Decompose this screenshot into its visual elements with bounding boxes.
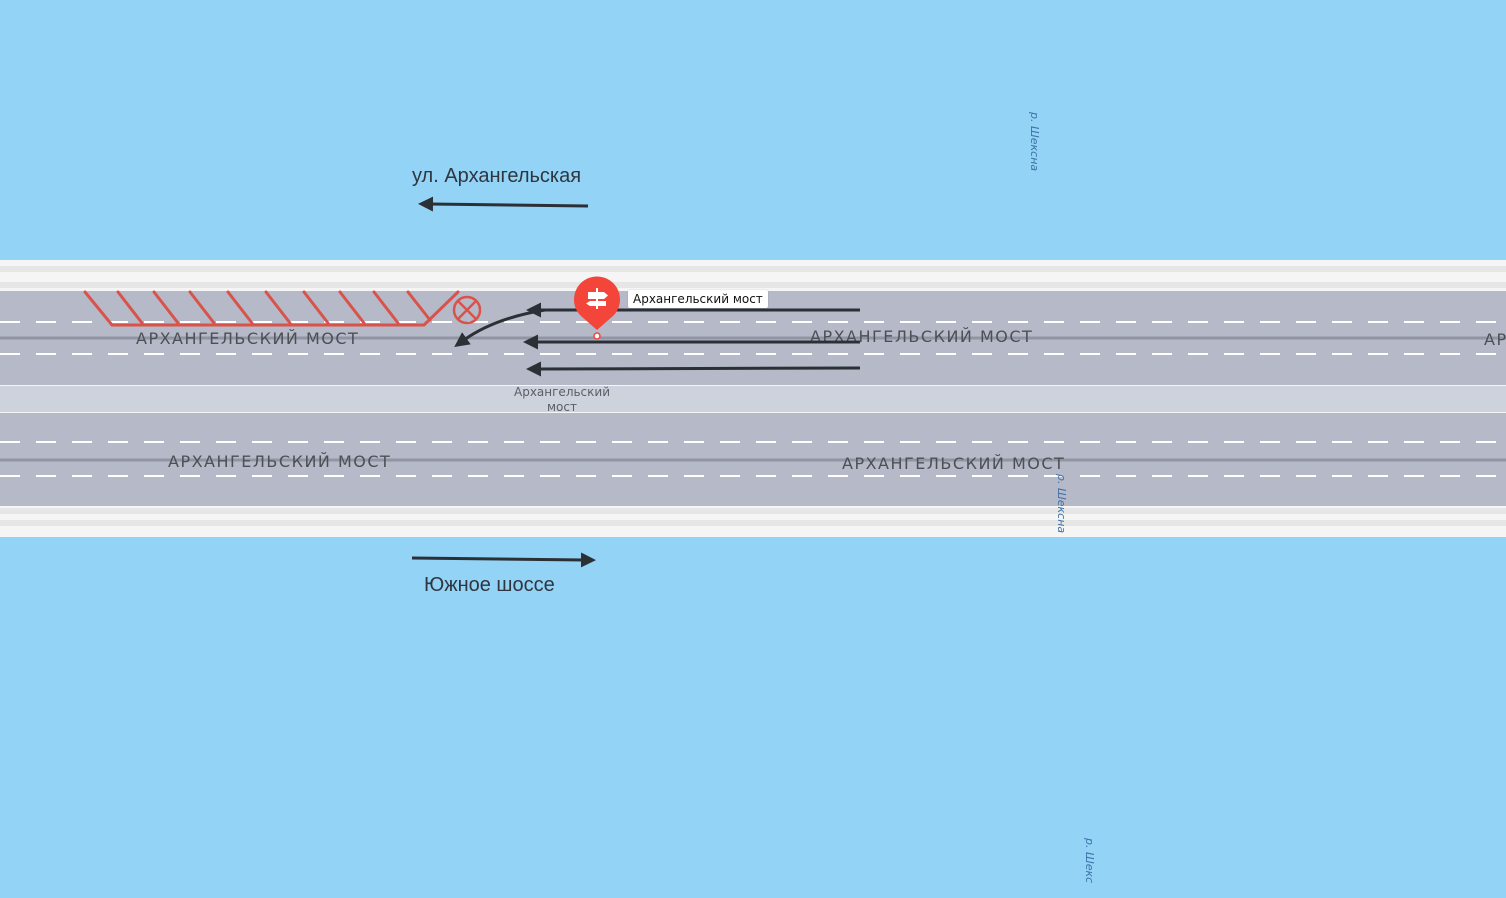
south-street-label: Южное шоссе — [424, 574, 555, 596]
bridge — [0, 260, 1506, 537]
road-label: АР — [1484, 330, 1506, 349]
river-label: р. Шексна — [1055, 473, 1068, 533]
river-label: р. Шексна — [1028, 111, 1041, 171]
poi-marker[interactable] — [574, 276, 620, 340]
road-closure-zone — [83, 290, 460, 327]
north-street-label: ул. Архангельская — [412, 165, 581, 187]
road-label: АРХАНГЕЛЬСКИЙ МОСТ — [168, 452, 391, 471]
poi-label[interactable]: Архангельский мост — [628, 290, 768, 308]
road-label: АРХАНГЕЛЬСКИЙ МОСТ — [810, 327, 1033, 346]
poi-sub-label-line2: мост — [547, 400, 577, 414]
river-label: р. Шекс — [1083, 837, 1096, 883]
poi-sub-label-line1: Архангельский — [514, 385, 610, 399]
signpost-icon — [586, 288, 608, 309]
blocked-lane-icon — [452, 295, 482, 325]
median — [0, 386, 1506, 412]
westbound-arrow — [418, 196, 589, 212]
eastbound-arrow — [411, 552, 596, 568]
road-label: АРХАНГЕЛЬСКИЙ МОСТ — [136, 329, 359, 348]
detour-arrows — [454, 302, 861, 377]
road-label: АРХАНГЕЛЬСКИЙ МОСТ — [842, 454, 1065, 473]
